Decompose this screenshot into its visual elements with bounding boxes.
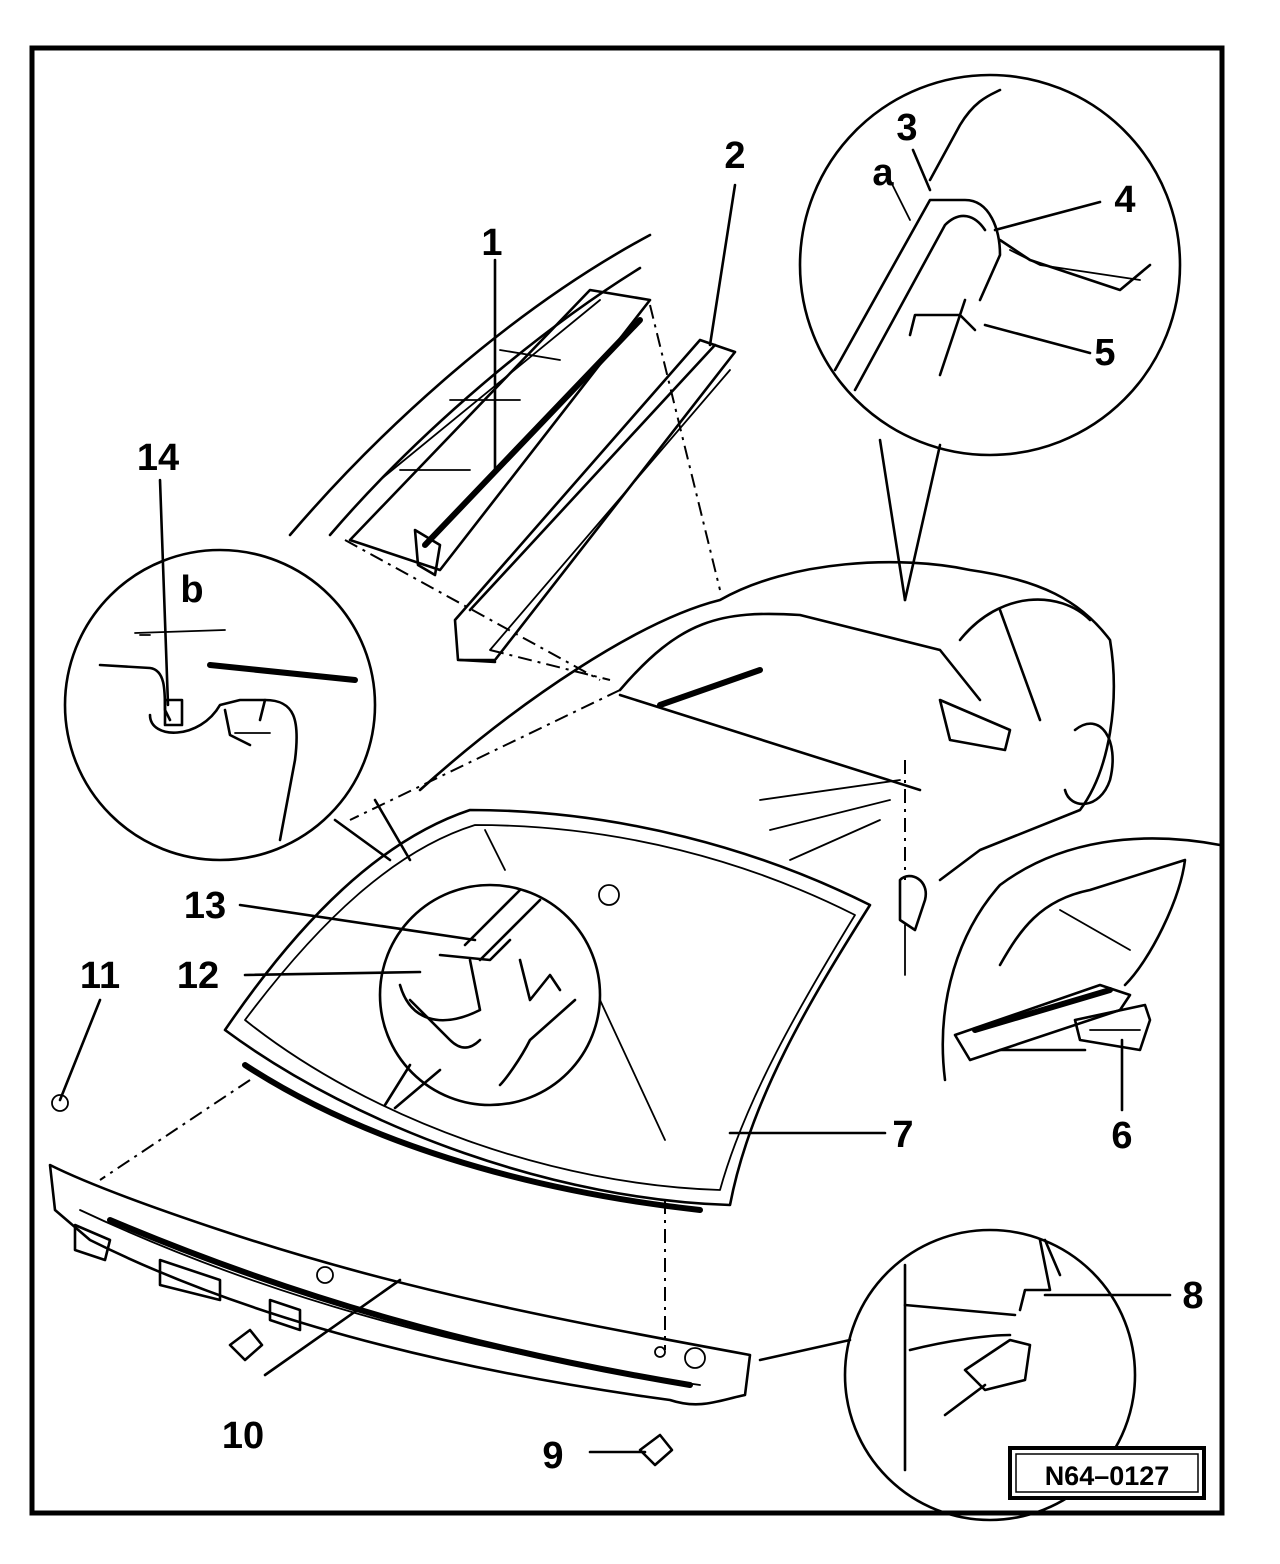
callout-5: 5 [1094, 332, 1115, 374]
callout-3: 3 [896, 107, 917, 149]
callout-b: b [180, 569, 203, 611]
callout-a: a [872, 152, 894, 194]
callout-1: 1 [481, 222, 502, 264]
callout-14: 14 [137, 437, 179, 479]
callout-13: 13 [184, 885, 226, 927]
callout-8: 8 [1182, 1275, 1203, 1317]
callout-10: 10 [222, 1415, 264, 1457]
windshield [223, 808, 872, 1213]
leader-lines [58, 148, 1172, 1454]
callout-7: 7 [892, 1114, 913, 1156]
car-body [418, 560, 1115, 976]
callout-11: 11 [80, 955, 120, 997]
callout-6: 6 [1111, 1115, 1132, 1157]
detail-circle-center [378, 883, 602, 1110]
assembly-lines [99, 304, 906, 1350]
callout-2: 2 [724, 135, 745, 177]
figure-id-box: N64–0127 [1008, 1446, 1206, 1500]
callout-9: 9 [542, 1435, 563, 1477]
cowl-panel [48, 1094, 752, 1467]
roof-molding [453, 338, 737, 664]
detail-circle-bottom [758, 1228, 1137, 1522]
callout-labels: 1 2 3 a 4 5 14 b 13 12 11 7 6 8 10 9 [80, 107, 1204, 1477]
roof-trim-assembly [288, 233, 652, 577]
detail-circle-top [798, 73, 1182, 602]
outer-frame [29, 45, 1225, 1516]
callout-4: 4 [1114, 179, 1135, 221]
detail-circle-left [63, 548, 412, 862]
detail-view-right [941, 837, 1222, 1082]
callout-12: 12 [177, 955, 219, 997]
figure-id: N64–0127 [1045, 1461, 1170, 1491]
